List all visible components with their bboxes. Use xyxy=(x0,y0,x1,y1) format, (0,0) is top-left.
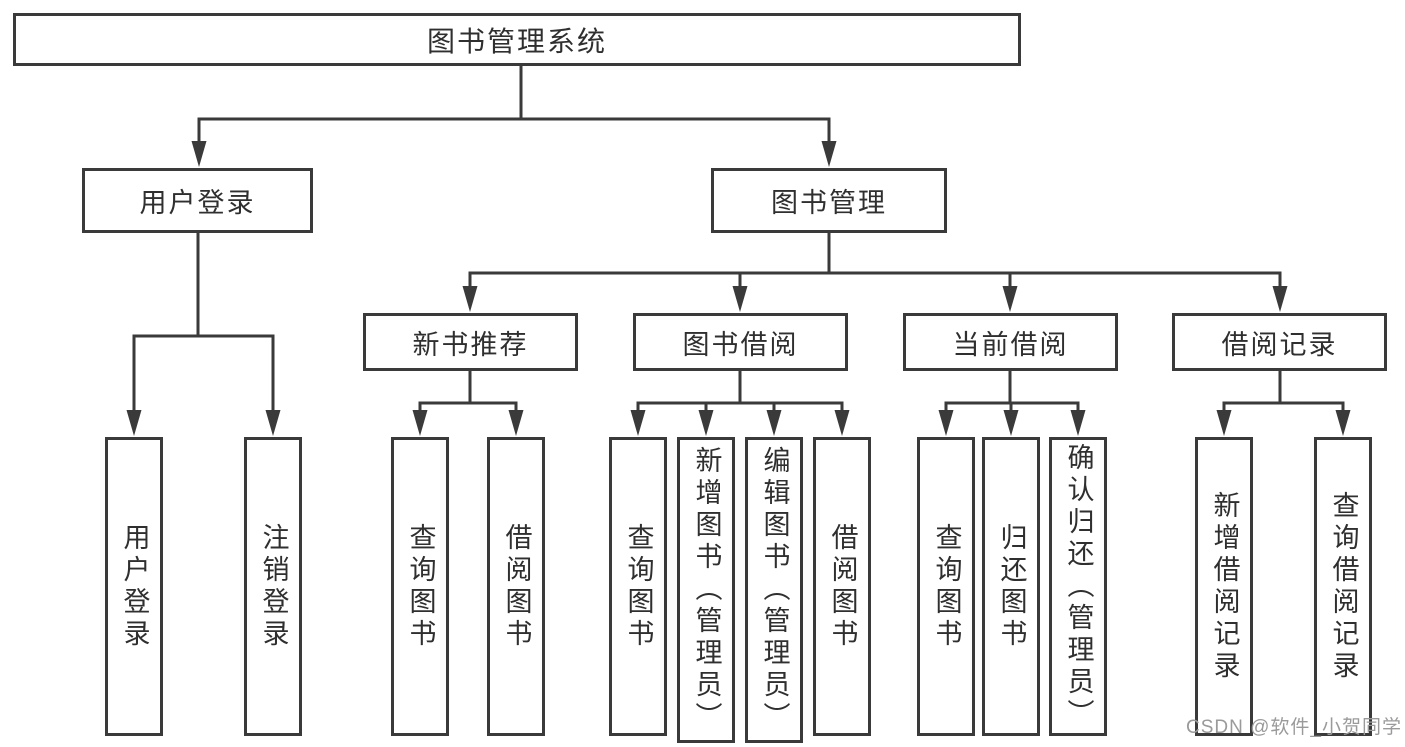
node-label: 当前借阅 xyxy=(952,329,1069,360)
node-label: 借阅记录 xyxy=(1221,329,1338,360)
node-label: 图书管理系统 xyxy=(426,25,607,57)
connector-userlogin-to-leaves xyxy=(132,231,275,417)
arrowhead xyxy=(1002,286,1018,312)
leaf-borrow-books-2: 借阅图书 xyxy=(813,437,871,736)
leaf-label: 新增图书（管理员） xyxy=(691,446,722,734)
leaf-label: 借阅图书 xyxy=(501,522,532,651)
leaf-label: 确认归还（管理员） xyxy=(1063,442,1094,731)
node-label: 图书管理 xyxy=(771,188,887,218)
arrowhead xyxy=(412,410,428,436)
leaf-label: 新增借阅记录 xyxy=(1209,490,1240,683)
arrowhead xyxy=(938,410,954,436)
node-current-borrowing: 当前借阅 xyxy=(903,313,1118,371)
arrowhead xyxy=(1335,410,1351,436)
leaf-return-books: 归还图书 xyxy=(982,437,1040,736)
leaf-label: 查询图书 xyxy=(405,522,436,651)
arrowhead xyxy=(508,410,524,436)
leaf-borrow-books-1: 借阅图书 xyxy=(487,437,545,736)
leaf-logout: 注销登录 xyxy=(244,437,302,736)
node-user-login: 用户登录 xyxy=(82,168,313,233)
leaf-label: 用户登录 xyxy=(119,522,150,651)
leaf-query-books-2: 查询图书 xyxy=(609,437,667,736)
leaf-label: 查询借阅记录 xyxy=(1328,490,1359,683)
leaf-label: 查询图书 xyxy=(931,522,962,651)
leaf-label: 借阅图书 xyxy=(827,522,858,651)
leaf-query-books-3: 查询图书 xyxy=(917,437,975,736)
arrowhead xyxy=(1003,410,1019,436)
connector-records-to-leaves xyxy=(1222,369,1345,417)
leaf-label: 注销登录 xyxy=(258,522,289,651)
csdn-watermark: CSDN @软件_小贺同学 xyxy=(1186,717,1402,738)
node-label: 图书借阅 xyxy=(682,329,799,360)
leaf-add-books-admin: 新增图书（管理员） xyxy=(677,437,735,743)
arrowhead xyxy=(1216,410,1232,436)
arrowhead xyxy=(462,286,478,312)
connector-newbook-to-leaves xyxy=(418,369,518,417)
arrowhead xyxy=(732,286,748,312)
connector-root-to-level2 xyxy=(197,64,831,150)
node-book-borrowing: 图书借阅 xyxy=(633,313,848,371)
leaf-query-books-1: 查询图书 xyxy=(391,437,449,736)
connector-current-to-leaves xyxy=(944,369,1080,417)
node-label: 用户登录 xyxy=(139,188,256,218)
leaf-label: 编辑图书（管理员） xyxy=(759,446,790,734)
leaf-query-borrow-record: 查询借阅记录 xyxy=(1314,437,1372,736)
arrowhead xyxy=(821,141,837,167)
node-label: 新书推荐 xyxy=(412,329,529,360)
arrowhead xyxy=(630,410,646,436)
arrowhead xyxy=(1070,410,1086,436)
leaf-user-login: 用户登录 xyxy=(105,437,163,736)
arrowhead xyxy=(191,141,207,167)
leaf-confirm-return-admin: 确认归还（管理员） xyxy=(1049,437,1107,736)
arrowhead xyxy=(265,410,281,436)
arrowhead xyxy=(834,410,850,436)
arrowheads xyxy=(126,141,1351,436)
leaf-edit-books-admin: 编辑图书（管理员） xyxy=(745,437,803,743)
node-book-management: 图书管理 xyxy=(711,168,947,233)
arrowhead xyxy=(126,410,142,436)
leaf-label: 归还图书 xyxy=(996,522,1027,651)
leaf-label: 查询图书 xyxy=(623,522,654,651)
node-root-book-management-system: 图书管理系统 xyxy=(13,13,1021,66)
leaf-add-borrow-record: 新增借阅记录 xyxy=(1195,437,1253,736)
node-new-book-recommend: 新书推荐 xyxy=(363,313,578,371)
arrowhead xyxy=(698,410,714,436)
node-borrowing-records: 借阅记录 xyxy=(1172,313,1387,371)
arrowhead xyxy=(766,410,782,436)
connector-borrow-to-leaves xyxy=(636,369,844,417)
connector-bookmgmt-to-level3 xyxy=(468,231,1282,294)
arrowhead xyxy=(1272,286,1288,312)
